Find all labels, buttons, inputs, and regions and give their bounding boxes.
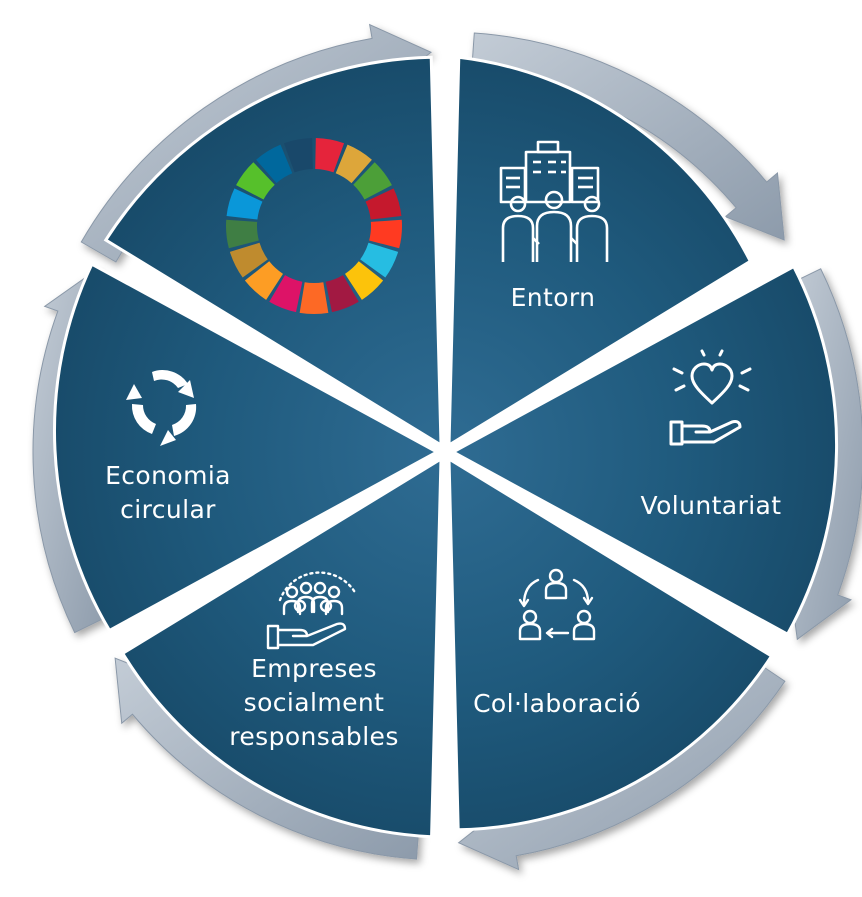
- segment-label-entorn: Entorn: [511, 283, 596, 312]
- sdg-wedge: [365, 188, 402, 220]
- city-people-icon: [499, 140, 609, 262]
- sdg-wedge: [335, 144, 372, 184]
- sdg-wedge: [353, 162, 392, 200]
- segment-label-empreses: Empreses: [251, 654, 377, 683]
- segment-voluntariat: [449, 264, 839, 637]
- collaboration-cycle-icon: [518, 568, 596, 641]
- segment-label-collaboracio: Col·laboració: [473, 689, 641, 718]
- sdg-wedge: [229, 242, 268, 278]
- sdg-wedge: [345, 261, 384, 300]
- sdg-wedge: [283, 138, 313, 173]
- segment-label-voluntariat: Voluntariat: [641, 491, 782, 520]
- segment-entorn: [447, 55, 753, 448]
- group-hand-icon: [266, 571, 358, 650]
- segment-economia: [52, 262, 441, 633]
- heart-hand-icon: [669, 349, 752, 446]
- segment-empreses: [120, 456, 443, 839]
- sdg-wedge: [369, 219, 402, 249]
- sdg-wedge: [256, 144, 293, 184]
- sdg-wedge: [315, 138, 345, 173]
- segment-label-empreses: socialment: [244, 688, 385, 717]
- sdg-wheel-icon: [226, 138, 402, 314]
- segment-label-economia: circular: [120, 495, 216, 524]
- segment-label-empreses: responsables: [229, 722, 399, 751]
- sdg-wedge: [269, 275, 303, 313]
- segment-label-economia: Economia: [105, 461, 231, 490]
- sdg-wedge: [299, 282, 329, 314]
- recycle-arrows-icon: [126, 370, 197, 446]
- sdg-wedge: [360, 242, 399, 278]
- sdg-wedge: [325, 275, 359, 313]
- sdg-wedge: [244, 261, 283, 300]
- sdg-wedge: [226, 188, 263, 220]
- sdg-wedge: [236, 162, 275, 200]
- segment-collaboracio: [447, 456, 774, 832]
- sdg-wedge: [226, 219, 259, 249]
